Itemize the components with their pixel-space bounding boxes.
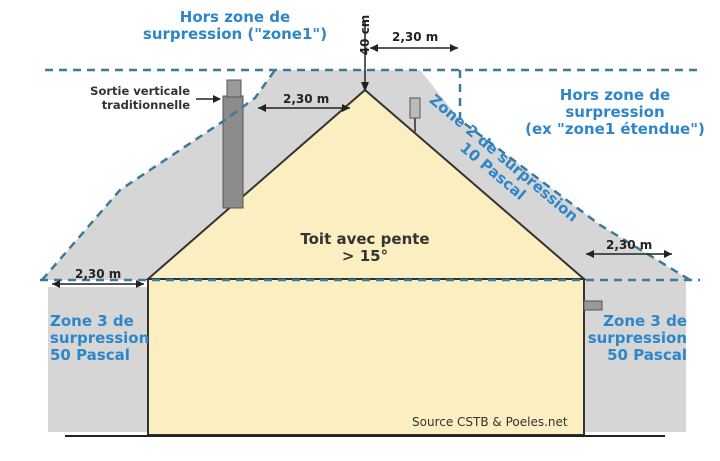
zone3-right-line3: 50 Pascal xyxy=(607,346,687,364)
sortie-line1: Sortie verticale xyxy=(90,84,190,98)
sortie-label: Sortie verticale traditionnelle xyxy=(78,84,190,112)
right-zone1-line2: surpression xyxy=(565,103,665,121)
dim-top-230: 2,30 m xyxy=(392,30,439,44)
chimney-cap xyxy=(226,79,242,98)
sortie-line2: traditionnelle xyxy=(101,98,190,112)
zone3-right-label: Zone 3 de surpression 50 Pascal xyxy=(575,313,687,364)
zone3-right-line2: surpression xyxy=(587,329,687,347)
roof-line2: > 15° xyxy=(341,247,389,265)
zone3-left-line3: 50 Pascal xyxy=(50,346,130,364)
roof-line1: Toit avec pente xyxy=(300,230,430,248)
right-zone1-label: Hors zone de surpression (ex "zone1 éten… xyxy=(510,87,720,138)
left-zone-boundary xyxy=(41,69,277,281)
zone2-gray-area xyxy=(42,70,690,280)
source-label: Source CSTB & Poeles.net xyxy=(412,415,568,429)
wall-terminal xyxy=(583,300,603,311)
top-zone1-label: Hors zone de surpression ("zone1") xyxy=(125,9,345,43)
dim-left-eave-230: 2,30 m xyxy=(75,267,122,281)
zone3-right-line1: Zone 3 de xyxy=(603,312,687,330)
dim-right-eave-230: 2,30 m xyxy=(606,238,653,252)
zone3-left-label: Zone 3 de surpression 50 Pascal xyxy=(36,313,172,364)
zone3-left-line2: surpression xyxy=(50,329,150,347)
zone3-left-area xyxy=(48,287,148,432)
right-zone1-line1: Hors zone de xyxy=(559,86,671,104)
zone3-left-line1: Zone 3 de xyxy=(50,312,134,330)
right-zone1-line3: (ex "zone1 étendue") xyxy=(525,120,705,138)
dim-chimney-230: 2,30 m xyxy=(283,92,330,106)
dim-40cm: 40 cm xyxy=(358,14,372,56)
top-zone1-line2: surpression ("zone1") xyxy=(142,25,328,43)
house-wall xyxy=(147,278,585,436)
roof-slope-label: Toit avec pente > 15° xyxy=(285,231,445,265)
top-zone1-line1: Hors zone de xyxy=(179,8,291,26)
